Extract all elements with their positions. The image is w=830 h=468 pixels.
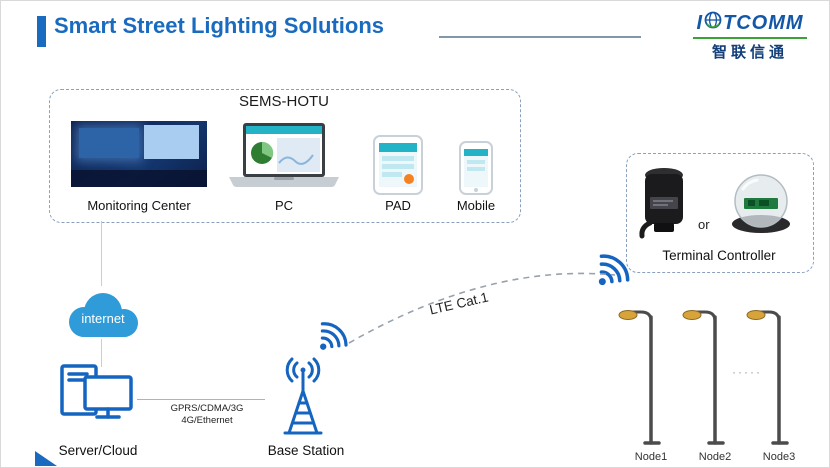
logo-chinese: 智联信通 [711, 44, 788, 61]
wifi-icon [306, 313, 356, 362]
server-cloud-label: Server/Cloud [58, 443, 138, 458]
laptop-icon [227, 123, 341, 191]
uplink-line2: 4G/Ethernet [181, 415, 233, 427]
sems-title: SEMS-HOTU [239, 93, 329, 110]
wifi-icon [583, 244, 638, 299]
phone-icon [459, 141, 493, 195]
mobile-label: Mobile [456, 198, 496, 213]
server-icon [59, 363, 137, 431]
monitoring-center-image [71, 121, 207, 187]
node2-label: Node2 [698, 451, 732, 463]
terminal-controller-label: Terminal Controller [662, 248, 776, 263]
logo-brand-left: I [696, 11, 703, 34]
uplink-label: GPRS/CDMA/3G 4G/Ethernet [151, 403, 263, 428]
pc-label: PC [274, 198, 294, 213]
node3-label: Node3 [762, 451, 796, 463]
monitoring-big-screen [144, 124, 199, 160]
pad-label: PAD [385, 198, 411, 213]
internet-label: internet [81, 310, 125, 326]
logo-brand-right: TCOMM [723, 11, 804, 34]
connector-server-to-base [137, 399, 265, 400]
street-lamp-icon [607, 307, 663, 453]
logo-rule [693, 37, 807, 39]
node-continuation-dots: ····· [732, 365, 762, 379]
lte-link-arc [348, 272, 616, 344]
base-station-label: Base Station [267, 443, 345, 458]
logo: I TCOMM 智联信通 [687, 11, 813, 62]
street-lamp-icon [735, 307, 791, 453]
controller-box-icon [638, 165, 690, 239]
sems-group-box [49, 89, 521, 223]
corner-triangle [35, 451, 57, 466]
monitoring-screen-wall [79, 127, 139, 158]
monitoring-desk [71, 169, 207, 187]
page-title: Smart Street Lighting Solutions [54, 13, 385, 38]
title-rule [439, 36, 641, 38]
base-station-icon [263, 355, 343, 441]
title-accent-bar [37, 16, 46, 47]
controller-dome-icon [729, 171, 793, 235]
globe-icon [704, 11, 722, 35]
connector-cloud-to-server [101, 339, 102, 367]
connector-box-to-cloud [101, 221, 102, 286]
cloud-icon [58, 286, 148, 342]
tablet-icon [373, 135, 423, 195]
street-lamp-icon [671, 307, 727, 453]
logo-brand: I TCOMM [687, 11, 813, 35]
terminal-group-box [626, 153, 814, 273]
or-label: or [698, 217, 710, 232]
monitoring-center-label: Monitoring Center [87, 198, 191, 213]
node1-label: Node1 [634, 451, 668, 463]
uplink-line1: GPRS/CDMA/3G [170, 403, 244, 414]
